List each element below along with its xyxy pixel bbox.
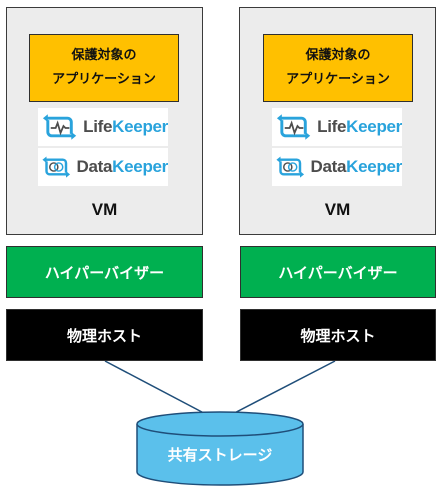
- application-box-left: 保護対象の アプリケーション: [29, 34, 179, 102]
- datakeeper-logo-right: DataKeeper: [272, 148, 402, 186]
- connector-right: [218, 360, 336, 422]
- lifekeeper-logo-left: LifeKeeper: [38, 108, 168, 146]
- lifekeeper-icon: [42, 114, 77, 140]
- lifekeeper-wordmark: LifeKeeper: [317, 117, 402, 136]
- datakeeper-logo-left: DataKeeper: [38, 148, 168, 186]
- datakeeper-icon: [276, 156, 305, 178]
- cylinder-top: [136, 411, 304, 437]
- lifekeeper-wordmark: LifeKeeper: [83, 117, 168, 136]
- application-label-line2: アプリケーション: [286, 72, 390, 87]
- physical-host-box-left: 物理ホスト: [6, 309, 203, 361]
- hypervisor-box-right: ハイパーバイザー: [240, 246, 436, 298]
- vm-label-left: VM: [91, 200, 118, 219]
- lifekeeper-logo-right: LifeKeeper: [272, 108, 402, 146]
- datakeeper-wordmark: DataKeeper: [76, 157, 169, 176]
- hypervisor-box-left: ハイパーバイザー: [6, 246, 203, 298]
- application-label-line2: アプリケーション: [52, 72, 156, 87]
- datakeeper-wordmark: DataKeeper: [310, 157, 403, 176]
- datakeeper-icon: [42, 156, 71, 178]
- physical-host-box-right: 物理ホスト: [240, 309, 436, 361]
- application-label-line1: 保護対象の: [305, 48, 371, 63]
- cylinder-body: [136, 424, 304, 486]
- lifekeeper-icon: [276, 114, 311, 140]
- application-box-right: 保護対象の アプリケーション: [263, 34, 413, 102]
- application-label-line1: 保護対象の: [71, 48, 137, 63]
- shared-storage-label: 共有ストレージ: [167, 446, 273, 464]
- vm-label-right: VM: [324, 200, 351, 219]
- shared-storage-cylinder: [136, 411, 304, 486]
- connector-left: [104, 360, 220, 422]
